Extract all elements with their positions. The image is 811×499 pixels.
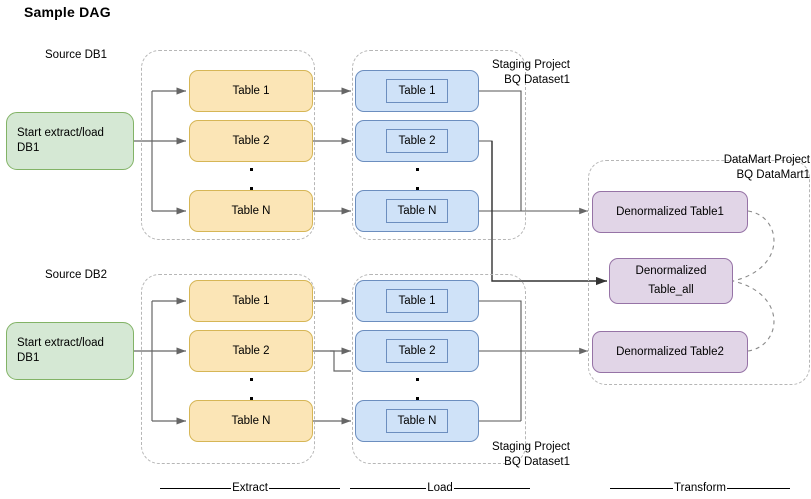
node-load-top-table-2[interactable]: Table 2 xyxy=(355,120,479,162)
group-label-staging-top-line2: BQ Dataset1 xyxy=(504,74,570,86)
node-load-top-table-n[interactable]: Table N xyxy=(355,190,479,232)
group-datamart xyxy=(588,160,810,385)
node-start-extract-load-db1-top[interactable]: Start extract/load DB1 xyxy=(6,112,134,170)
node-start-extract-load-db1-bottom[interactable]: Start extract/load DB1 xyxy=(6,322,134,380)
node-mart-denormalized-table-all[interactable]: Denormalized Table_all xyxy=(609,258,733,304)
node-load-bottom-table-n-inner: Table N xyxy=(386,409,448,433)
phase-text-extract: Extract xyxy=(232,482,268,494)
page-title: Sample DAG xyxy=(24,4,111,20)
group-staging-top xyxy=(352,50,526,240)
node-extract-bottom-table-2[interactable]: Table 2 xyxy=(189,330,313,372)
ellipsis-load-bottom xyxy=(415,378,419,400)
node-extract-top-table-n[interactable]: Table N xyxy=(189,190,313,232)
node-mart-denormalized-table1[interactable]: Denormalized Table1 xyxy=(592,191,748,233)
node-mart-denormalized-table2[interactable]: Denormalized Table2 xyxy=(592,331,748,373)
phase-text-load: Load xyxy=(427,482,453,494)
ellipsis-dot xyxy=(249,187,253,190)
group-label-staging-top-line1: Staging Project xyxy=(492,59,570,71)
phase-rule-right xyxy=(453,487,530,489)
node-load-bottom-table-n[interactable]: Table N xyxy=(355,400,479,442)
group-source-db2 xyxy=(141,274,315,464)
group-label-source-db2: Source DB2 xyxy=(45,269,108,281)
node-extract-bottom-table-n[interactable]: Table N xyxy=(189,400,313,442)
phase-rule-right xyxy=(268,487,341,489)
node-extract-bottom-table-1[interactable]: Table 1 xyxy=(189,280,313,322)
node-extract-top-table-2[interactable]: Table 2 xyxy=(189,120,313,162)
ellipsis-extract-bottom xyxy=(249,378,253,400)
group-source-db1 xyxy=(141,50,315,240)
phase-rule-left xyxy=(350,487,427,489)
ellipsis-dot xyxy=(249,378,253,381)
group-label-source-db1: Source DB1 xyxy=(45,49,108,61)
ellipsis-dot xyxy=(415,378,419,381)
node-load-bottom-table-2[interactable]: Table 2 xyxy=(355,330,479,372)
node-load-bottom-table-1-inner: Table 1 xyxy=(386,289,448,313)
group-label-staging-bottom-line1: Staging Project xyxy=(492,441,570,453)
node-extract-top-table-1[interactable]: Table 1 xyxy=(189,70,313,112)
phase-rule-left xyxy=(160,487,232,489)
phase-rule-left xyxy=(610,487,674,489)
group-label-datamart-line2: BQ DataMart1 xyxy=(736,169,811,181)
ellipsis-dot xyxy=(415,187,419,190)
ellipsis-extract-top xyxy=(249,168,253,190)
node-load-top-table-1-inner: Table 1 xyxy=(386,79,448,103)
group-label-datamart-line1: DataMart Project xyxy=(723,154,810,166)
node-load-bottom-table-1[interactable]: Table 1 xyxy=(355,280,479,322)
group-label-staging-bottom-line2: BQ Dataset1 xyxy=(504,456,570,468)
phase-rule-right xyxy=(727,487,791,489)
phase-label-load: Load xyxy=(350,480,530,496)
phase-label-transform: Transform xyxy=(610,480,791,496)
node-load-bottom-table-2-inner: Table 2 xyxy=(386,339,448,363)
node-load-top-table-2-inner: Table 2 xyxy=(386,129,448,153)
phase-text-transform: Transform xyxy=(674,482,726,494)
group-staging-bottom xyxy=(352,274,526,464)
phase-label-extract: Extract xyxy=(160,480,341,496)
ellipsis-dot xyxy=(415,397,419,400)
node-load-top-table-1[interactable]: Table 1 xyxy=(355,70,479,112)
ellipsis-dot xyxy=(249,168,253,171)
node-load-top-table-n-inner: Table N xyxy=(386,199,448,223)
ellipsis-dot xyxy=(415,168,419,171)
ellipsis-load-top xyxy=(415,168,419,190)
ellipsis-dot xyxy=(249,397,253,400)
